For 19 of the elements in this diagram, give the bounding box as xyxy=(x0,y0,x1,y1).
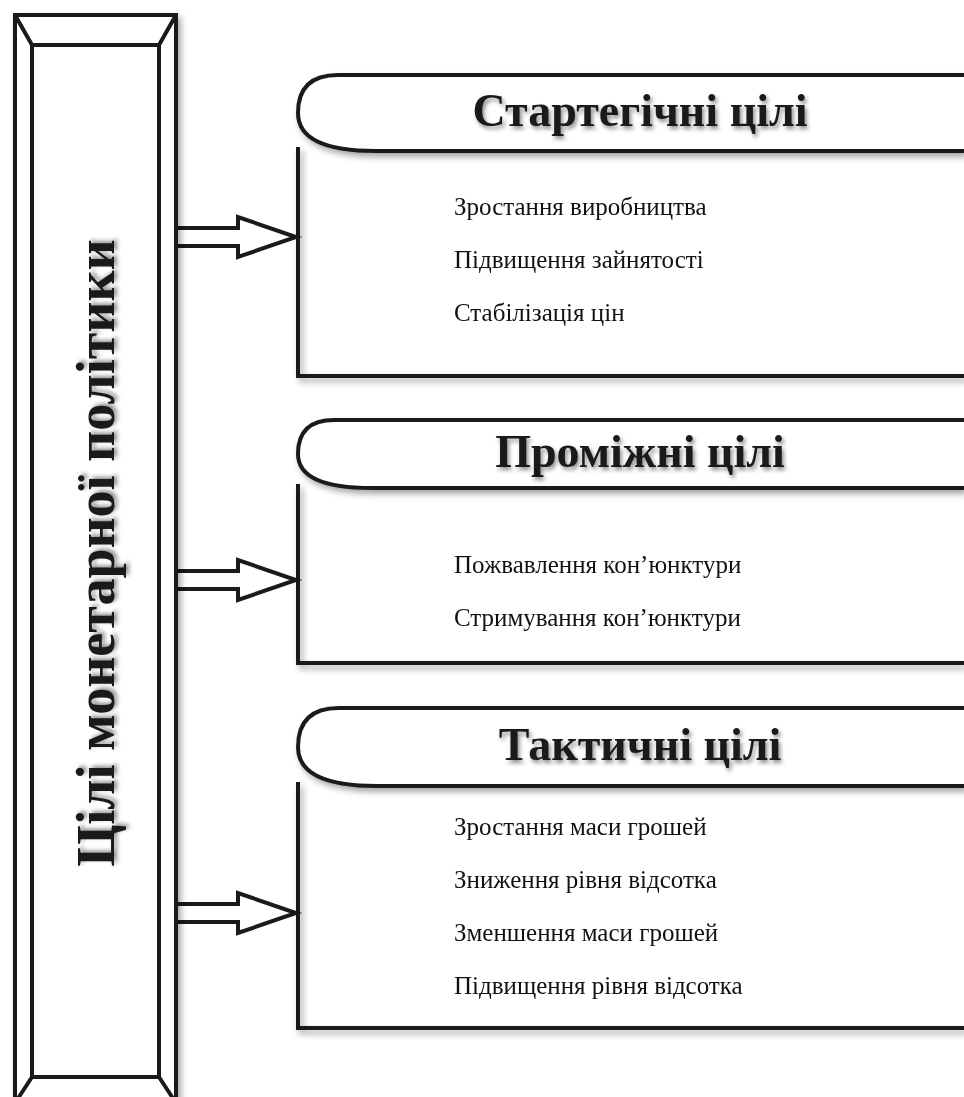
list-item: Зниження рівня відсотка xyxy=(454,866,717,894)
goal-card xyxy=(296,73,964,378)
list-item: Підвищення рівня відсотка xyxy=(454,972,743,1000)
goal-card xyxy=(296,418,964,665)
list-item: Стабілізація цін xyxy=(454,299,625,327)
block-arrow xyxy=(176,557,303,603)
card-heading: Проміжні цілі xyxy=(494,425,786,479)
block-arrow xyxy=(176,890,303,936)
title-bar xyxy=(13,13,178,1097)
goal-card xyxy=(296,706,964,1030)
list-item: Зростання маси грошей xyxy=(454,813,707,841)
list-item: Стримування кон’юнктури xyxy=(454,604,741,632)
card-heading: Тактичні цілі xyxy=(497,718,783,772)
list-item: Пожвавлення кон’юнктури xyxy=(454,551,742,579)
block-arrow xyxy=(176,214,303,260)
card-heading: Стартегічні цілі xyxy=(471,84,809,138)
list-item: Підвищення зайнятості xyxy=(454,246,704,274)
list-item: Зменшення маси грошей xyxy=(454,919,719,947)
list-item: Зростання виробництва xyxy=(454,193,707,221)
